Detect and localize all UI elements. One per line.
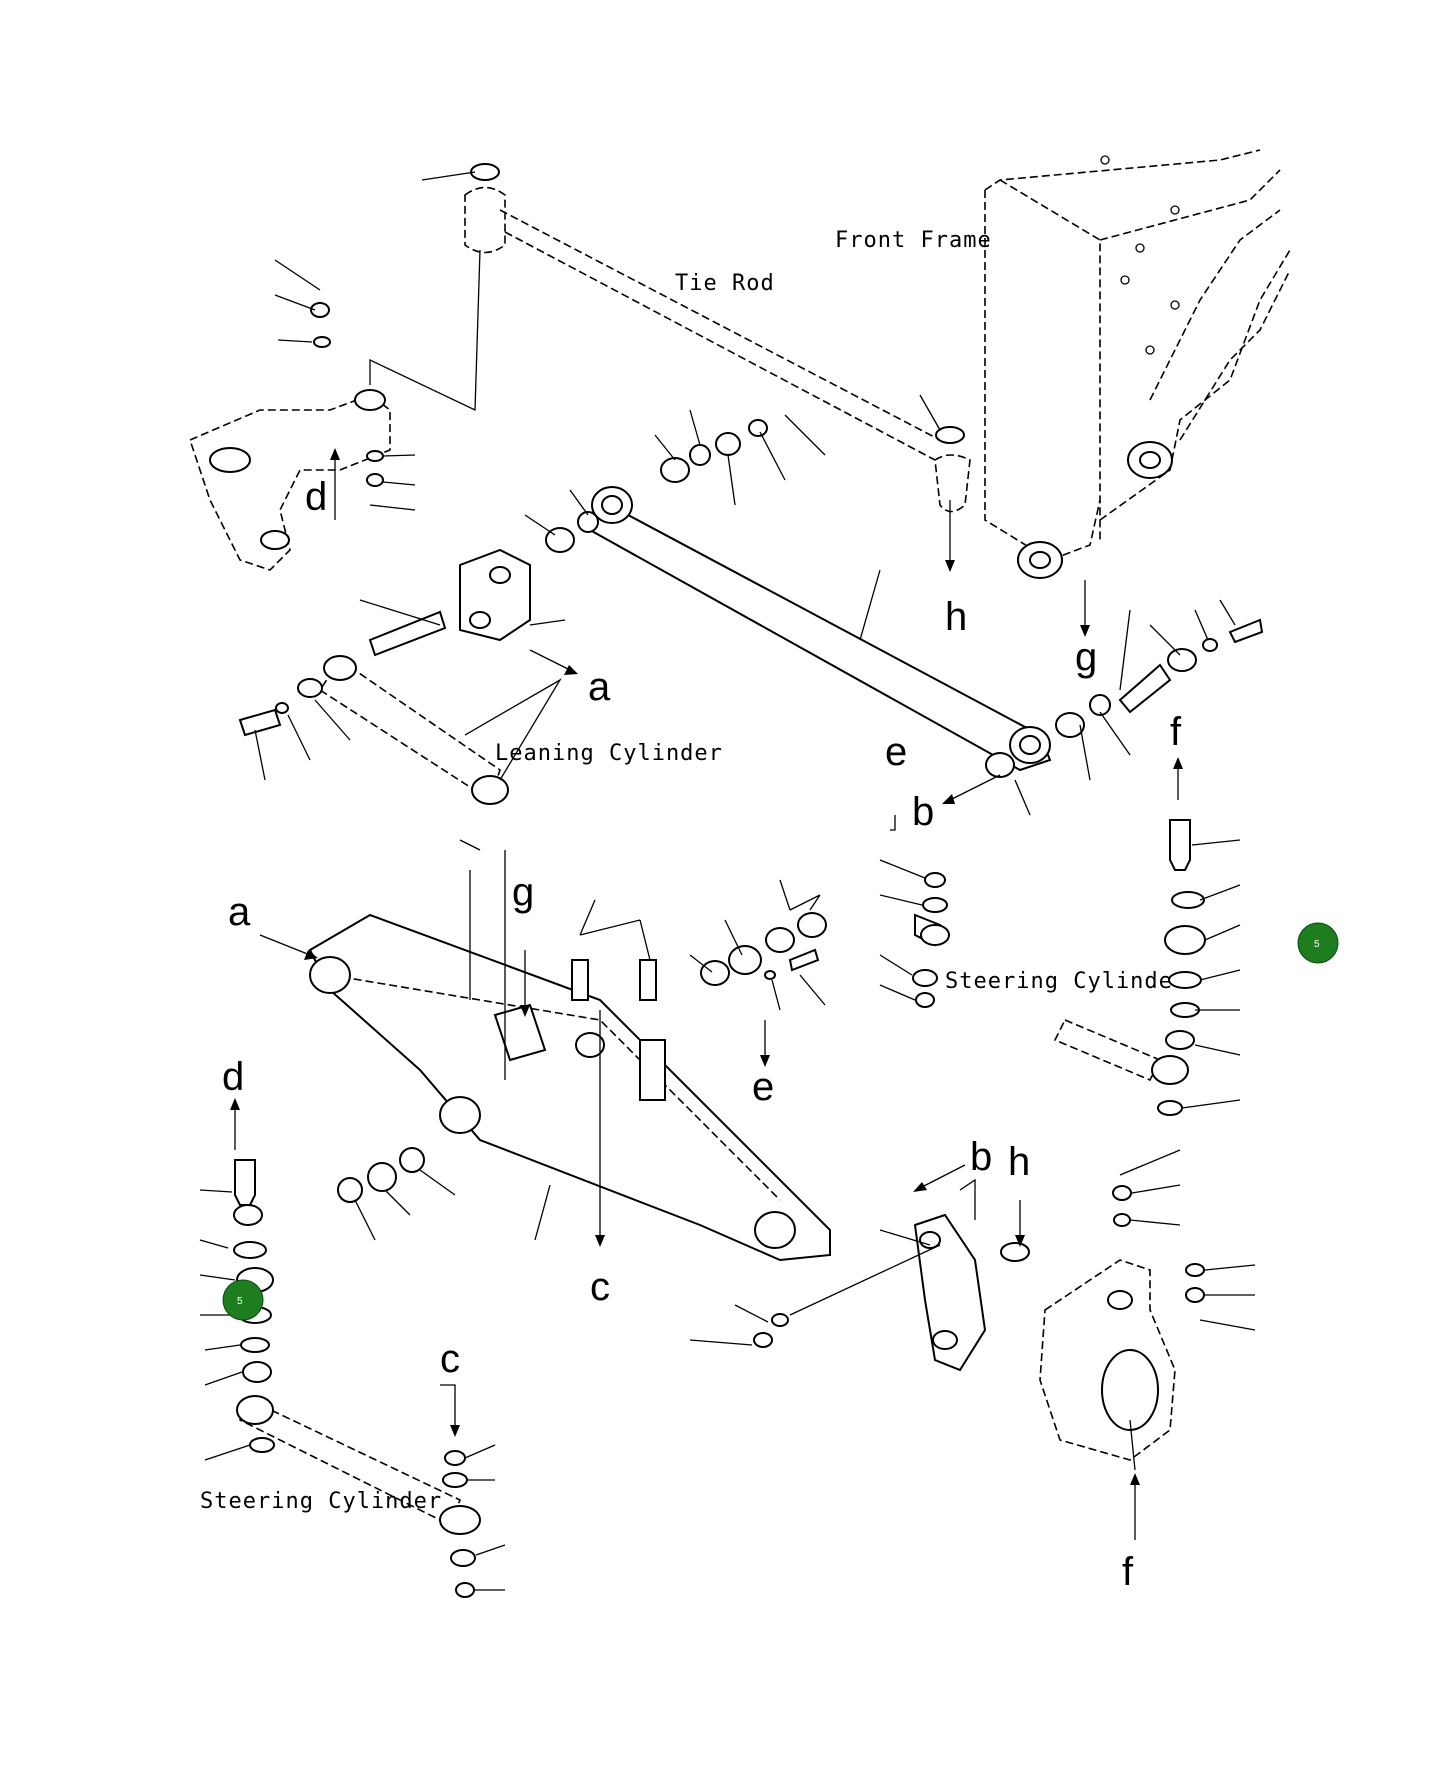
- letter-d-lower: d: [222, 1055, 244, 1099]
- letter-e-center: e: [752, 1065, 774, 1109]
- marker-right-number: 5: [1314, 939, 1320, 950]
- steering-cylinder-right-label: Steering Cylinder: [945, 969, 1187, 994]
- leaning-cylinder: [238, 655, 562, 805]
- letter-f-lower: f: [1122, 1550, 1134, 1594]
- letter-c-center: c: [590, 1265, 610, 1309]
- callout-marker-left[interactable]: 5: [222, 1279, 264, 1321]
- letter-g-center: g: [512, 870, 534, 914]
- letter-a-lower: a: [228, 890, 251, 934]
- lower-right-parts: [913, 1213, 1176, 1461]
- steering-cylinder-left-label: Steering Cylinder: [200, 1489, 442, 1514]
- knuckle-upper-left: [189, 249, 481, 571]
- front-frame-label: Front Frame: [835, 228, 992, 253]
- front-frame: [984, 149, 1291, 579]
- leader-lines: [199, 259, 1256, 1591]
- steering-cylinder-left: [236, 1395, 481, 1535]
- letter-d-upper: d: [305, 475, 327, 519]
- leaning-cylinder-label: Leaning Cylinder: [495, 741, 723, 766]
- marker-right-circle: [1297, 922, 1339, 964]
- marker-left-number: 5: [237, 1296, 243, 1307]
- callout-marker-right[interactable]: 5: [1297, 922, 1339, 964]
- letter-f-right: f: [1170, 710, 1182, 754]
- letter-h-upper: h: [945, 595, 967, 639]
- letter-c-lower: c: [440, 1337, 460, 1381]
- marker-left-circle: [222, 1279, 264, 1321]
- letter-a-upper: a: [588, 665, 611, 709]
- tie-rod: [421, 163, 971, 513]
- letter-g-right: g: [1075, 635, 1097, 679]
- steering-cylinder-right: [914, 913, 1189, 1085]
- arrows: [230, 448, 1183, 1540]
- letter-e-mid: e: [885, 730, 907, 774]
- letter-h-lower: h: [1008, 1140, 1030, 1184]
- letter-b-lower: b: [970, 1135, 992, 1179]
- tie-rod-label: Tie Rod: [675, 271, 775, 296]
- bracket-upper: [368, 548, 531, 657]
- link-bar: [588, 486, 1052, 772]
- small-parts: [233, 302, 1264, 1598]
- letter-b-mid: b: [912, 790, 934, 834]
- main-axle: [308, 913, 831, 1262]
